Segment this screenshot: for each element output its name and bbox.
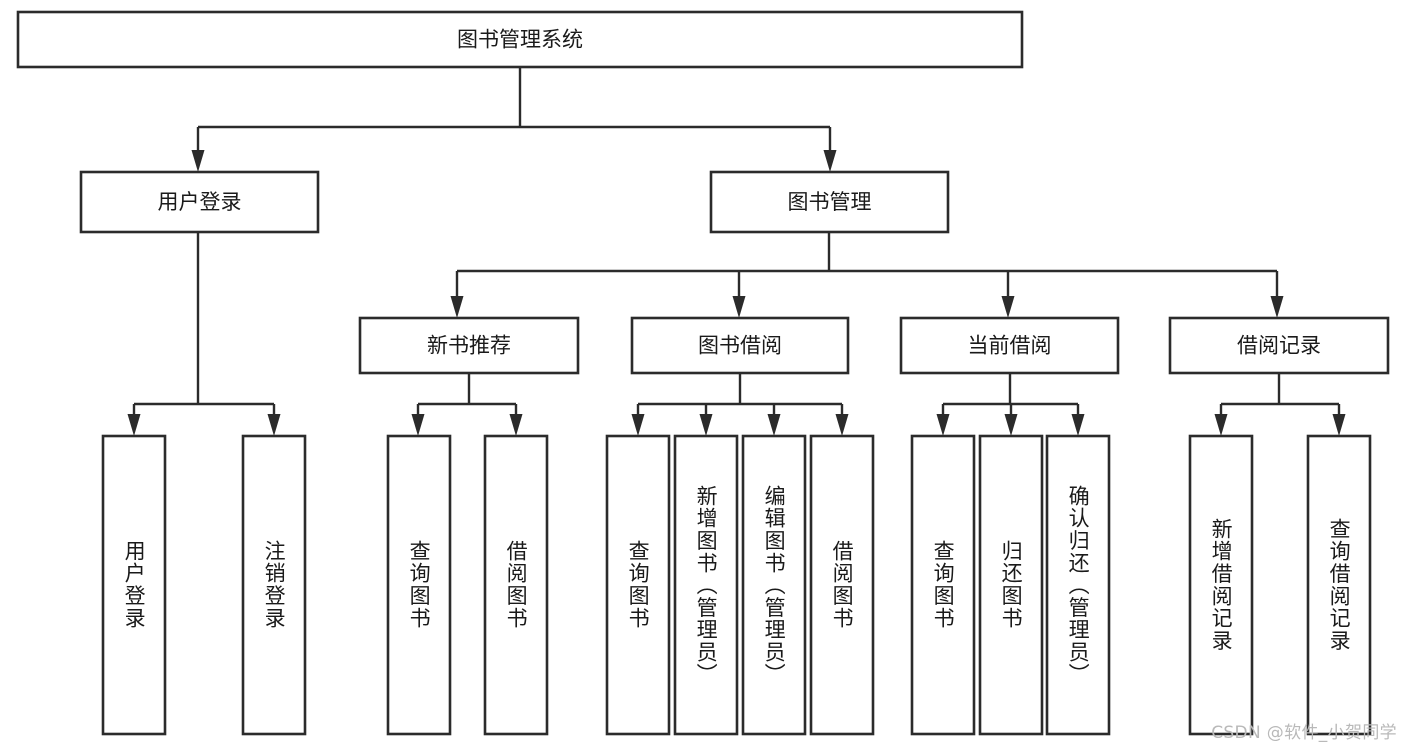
- arrow-head-icon: [191, 150, 205, 172]
- connector-layer: [127, 67, 1346, 436]
- node-box-leaf-confirm-return[interactable]: [1045, 434, 1111, 736]
- node-book-borrow[interactable]: 图书借阅: [630, 316, 850, 375]
- node-box-leaf-add-book[interactable]: [673, 434, 739, 736]
- node-box-book-manage: [709, 170, 950, 234]
- node-current-borrow[interactable]: 当前借阅: [899, 316, 1120, 375]
- arrow-head-icon: [1332, 414, 1346, 436]
- node-label-book-borrow: 图书借阅: [698, 334, 782, 358]
- arrow-head-icon: [823, 150, 837, 172]
- arrow-head-icon: [1071, 414, 1085, 436]
- node-label-current-borrow: 当前借阅: [968, 334, 1052, 358]
- node-label-book-manage: 图书管理: [788, 190, 872, 214]
- node-box-leaf-query-book-3[interactable]: [910, 434, 976, 736]
- arrow-head-icon: [267, 414, 281, 436]
- node-label-new-book-recommend: 新书推荐: [427, 334, 511, 358]
- node-box-book-borrow: [630, 316, 850, 375]
- csdn-watermark: CSDN @软件_小贺同学: [1211, 723, 1397, 743]
- arrow-head-icon: [1214, 414, 1228, 436]
- arrow-head-icon: [509, 414, 523, 436]
- node-box-leaf-query-book-2[interactable]: [605, 434, 671, 736]
- node-box-leaf-return-book[interactable]: [978, 434, 1044, 736]
- arrow-head-icon: [631, 414, 645, 436]
- node-label-user-login: 用户登录: [158, 190, 242, 214]
- node-box-leaf-user-login[interactable]: [101, 434, 167, 736]
- node-root[interactable]: 图书管理系统: [16, 10, 1024, 69]
- node-box-new-book-recommend: [358, 316, 580, 375]
- node-box-leaf-query-book-1[interactable]: [386, 434, 452, 736]
- arrow-head-icon: [835, 414, 849, 436]
- node-label-borrow-record: 借阅记录: [1237, 334, 1321, 358]
- node-box-leaf-logout[interactable]: [241, 434, 307, 736]
- node-box-leaf-borrow-book-1[interactable]: [483, 434, 549, 736]
- arrow-head-icon: [1001, 296, 1015, 318]
- node-box-leaf-query-record[interactable]: [1306, 434, 1372, 736]
- arrow-head-icon: [767, 414, 781, 436]
- node-book-manage[interactable]: 图书管理: [709, 170, 950, 234]
- node-borrow-record[interactable]: 借阅记录: [1168, 316, 1390, 375]
- node-box-borrow-record: [1168, 316, 1390, 375]
- node-box-root: [16, 10, 1024, 69]
- arrow-head-icon: [1270, 296, 1284, 318]
- node-user-login[interactable]: 用户登录: [79, 170, 320, 234]
- arrow-head-icon: [127, 414, 141, 436]
- node-box-leaf-edit-book[interactable]: [741, 434, 807, 736]
- arrow-head-icon: [1004, 414, 1018, 436]
- arrow-head-icon: [732, 296, 746, 318]
- node-box-current-borrow: [899, 316, 1120, 375]
- arrow-head-icon: [411, 414, 425, 436]
- node-new-book-recommend[interactable]: 新书推荐: [358, 316, 580, 375]
- arrow-head-icon: [699, 414, 713, 436]
- node-box-user-login: [79, 170, 320, 234]
- arrow-head-icon: [450, 296, 464, 318]
- node-box-leaf-borrow-book-2[interactable]: [809, 434, 875, 736]
- node-label-root: 图书管理系统: [457, 28, 583, 52]
- arrow-head-icon: [936, 414, 950, 436]
- node-box-leaf-add-record[interactable]: [1188, 434, 1254, 736]
